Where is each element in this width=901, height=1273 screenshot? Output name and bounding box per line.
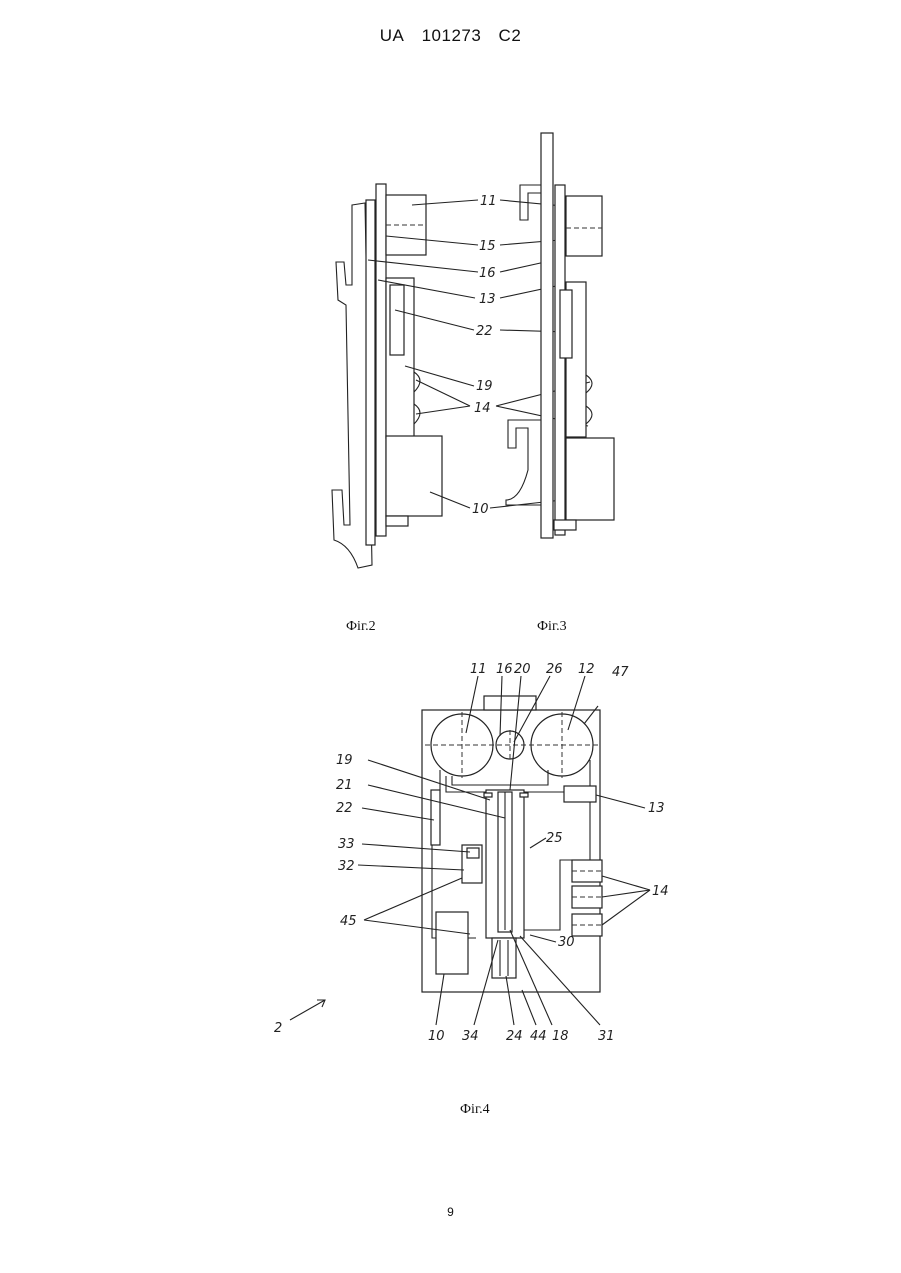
label-26-fig4: 26 (546, 662, 563, 677)
label-33-fig4: 33 (338, 837, 355, 852)
fig4-slot-24 (492, 938, 516, 978)
fig23-labels: 11 15 16 13 22 19 14 10 (472, 194, 497, 517)
label-11-fig4: 11 (470, 662, 487, 677)
fig3-hook-bottom (506, 420, 541, 505)
fig4-part-33 (467, 848, 479, 858)
label-24-fig4: 24 (506, 1029, 523, 1044)
label-14-fig4: 14 (652, 884, 669, 899)
fig4-part-22 (431, 790, 440, 845)
label-16-fig4: 16 (496, 662, 513, 677)
fig2-caption: Фіг.2 (346, 619, 376, 635)
fig4-caption: Фіг.4 (460, 1102, 490, 1118)
label-device-2: 2 (274, 1021, 282, 1036)
label-32-fig4: 32 (338, 859, 355, 874)
label-12-fig4: 12 (578, 662, 595, 677)
label-18-fig4: 18 (552, 1029, 569, 1044)
fig3-rail-tall (541, 133, 553, 538)
fig4-top-lug (484, 696, 536, 710)
fig2-block-10 (386, 436, 442, 516)
label-19-fig4: 19 (336, 753, 353, 768)
label-14: 14 (474, 401, 491, 416)
label-20-fig4: 20 (514, 662, 531, 677)
label-13: 13 (479, 292, 496, 307)
fig3-rail-inner (555, 185, 565, 535)
label-16: 16 (479, 266, 496, 281)
label-30-fig4: 30 (558, 935, 575, 950)
label-47-fig4: 47 (612, 665, 629, 680)
label-19: 19 (476, 379, 493, 394)
label-22: 22 (476, 324, 493, 339)
fig2-part-22 (390, 285, 404, 355)
label-25-fig4: 25 (546, 831, 563, 846)
fig3-caption: Фіг.3 (537, 619, 567, 635)
fig3-block-10 (566, 438, 614, 520)
fig2-rail-inner (366, 200, 375, 545)
fig4-block-10 (436, 912, 468, 974)
page-number: 9 (0, 1205, 901, 1219)
label-31-fig4: 31 (598, 1029, 615, 1044)
label-45-fig4: 45 (340, 914, 357, 929)
label-21-fig4: 21 (336, 778, 353, 793)
fig2-rail-outer (376, 184, 386, 536)
label-11: 11 (480, 194, 497, 209)
label-44-fig4: 44 (530, 1029, 547, 1044)
figure-2-drawing (332, 184, 442, 568)
label-10-fig4: 10 (428, 1029, 445, 1044)
fig4-block-13 (564, 786, 596, 802)
fig3-part-22 (560, 290, 572, 358)
label-34-fig4: 34 (462, 1029, 479, 1044)
label-15: 15 (479, 239, 496, 254)
figure-3-drawing (506, 133, 614, 538)
label-10: 10 (472, 502, 489, 517)
label-13-fig4: 13 (648, 801, 665, 816)
label-22-fig4: 22 (336, 801, 353, 816)
fig3-block-11 (566, 196, 602, 256)
